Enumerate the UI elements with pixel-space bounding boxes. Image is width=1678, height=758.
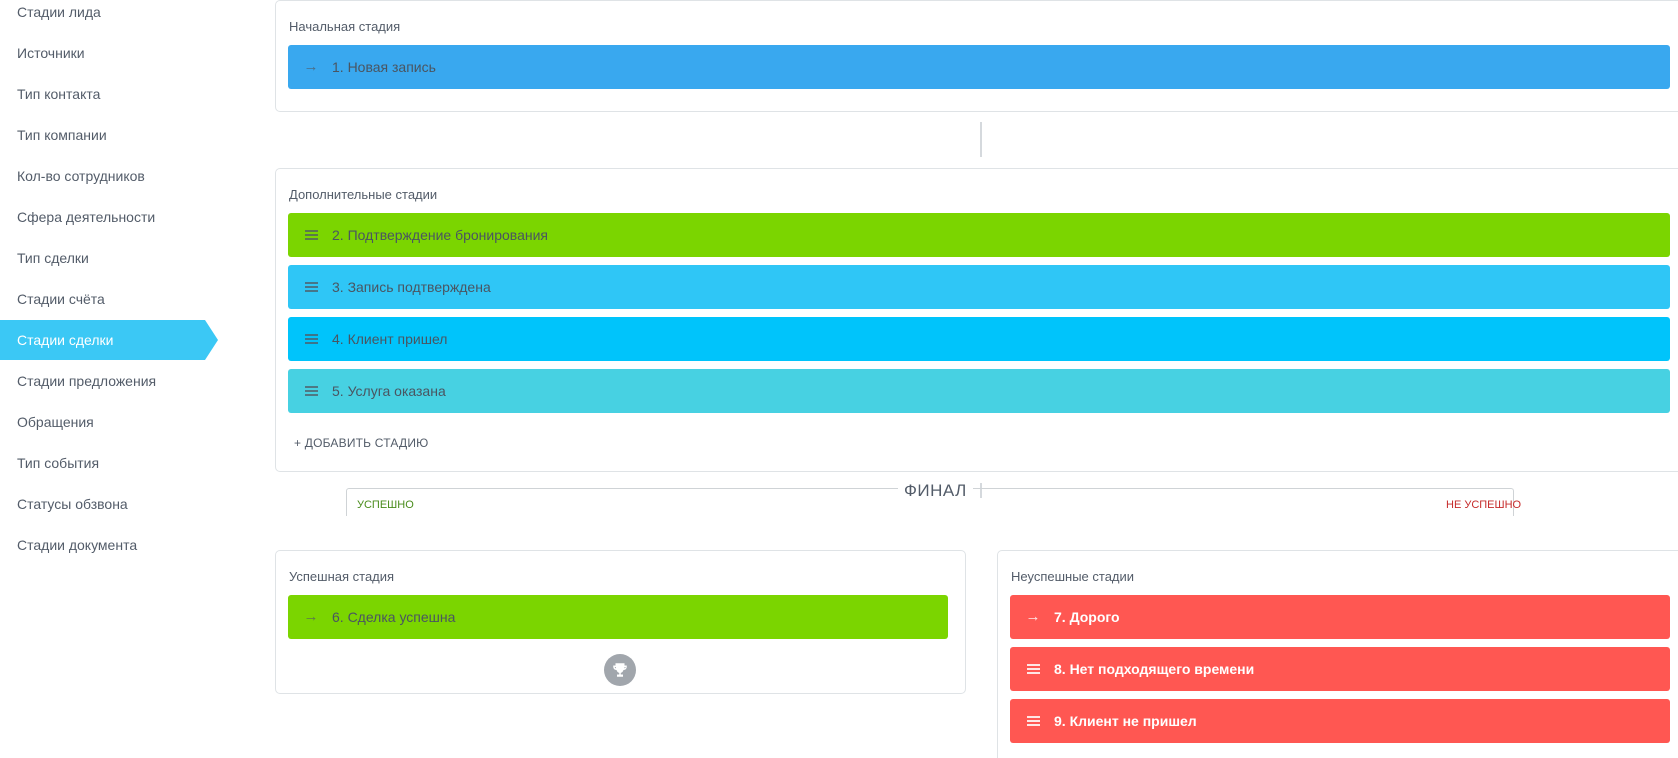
add-stage-button[interactable]: + ДОБАВИТЬ СТАДИЮ xyxy=(294,436,429,450)
stage-label: 5. Услуга оказана xyxy=(332,383,446,399)
sidebar-item-lead-stages[interactable]: Стадии лида xyxy=(17,4,101,20)
initial-stage-panel: Начальная стадия → 1. Новая запись xyxy=(275,0,1678,112)
initial-stage-title: Начальная стадия xyxy=(289,19,401,34)
sidebar-item-event-type[interactable]: Тип события xyxy=(17,455,100,471)
final-title: ФИНАЛ xyxy=(898,481,973,501)
stage-label: 4. Клиент пришел xyxy=(332,331,448,347)
sidebar-item-requests[interactable]: Обращения xyxy=(17,414,94,430)
stage-new-record[interactable]: → 1. Новая запись xyxy=(288,45,1670,89)
sidebar-item-call-statuses[interactable]: Статусы обзвона xyxy=(17,496,128,512)
stage-label: 9. Клиент не пришел xyxy=(1054,713,1197,729)
sidebar-item-deal-stages[interactable]: Стадии сделки xyxy=(0,320,218,360)
sidebar-item-company-type[interactable]: Тип компании xyxy=(17,127,107,143)
drag-handle-icon[interactable] xyxy=(303,369,319,413)
stage-booking-confirmation[interactable]: 2. Подтверждение бронирования xyxy=(288,213,1670,257)
stage-label: 2. Подтверждение бронирования xyxy=(332,227,549,243)
failure-stages-panel: Неуспешные стадии → 7. Дорого 8. Нет под… xyxy=(997,550,1678,758)
drag-handle-icon[interactable] xyxy=(1025,647,1041,691)
sidebar-item-contact-type[interactable]: Тип контакта xyxy=(17,86,101,102)
stage-deal-successful[interactable]: → 6. Сделка успешна xyxy=(288,595,948,639)
stage-record-confirmed[interactable]: 3. Запись подтверждена xyxy=(288,265,1670,309)
drag-handle-icon[interactable] xyxy=(1025,699,1041,743)
settings-sidebar: Стадии лида Источники Тип контакта Тип к… xyxy=(0,0,230,758)
additional-stages-panel: Дополнительные стадии 2. Подтверждение б… xyxy=(275,168,1678,472)
additional-stages-title: Дополнительные стадии xyxy=(289,187,438,202)
stage-client-no-show[interactable]: 9. Клиент не пришел xyxy=(1010,699,1670,743)
sidebar-item-invoice-stages[interactable]: Стадии счёта xyxy=(17,291,105,307)
stage-label: 7. Дорого xyxy=(1054,609,1120,625)
stage-no-suitable-time[interactable]: 8. Нет подходящего времени xyxy=(1010,647,1670,691)
final-fail-label: НЕ УСПЕШНО xyxy=(1446,499,1522,511)
stage-client-arrived[interactable]: 4. Клиент пришел xyxy=(288,317,1670,361)
success-stage-panel: Успешная стадия → 6. Сделка успешна xyxy=(275,550,966,694)
stage-service-rendered[interactable]: 5. Услуга оказана xyxy=(288,369,1670,413)
stage-connector xyxy=(980,483,982,498)
success-stage-title: Успешная стадия xyxy=(289,569,395,584)
trophy-icon xyxy=(604,654,636,686)
stage-connector xyxy=(980,122,982,157)
arrow-right-icon: → xyxy=(1025,608,1041,625)
drag-handle-icon[interactable] xyxy=(303,265,319,309)
arrow-right-icon: → xyxy=(303,58,319,75)
final-success-label: УСПЕШНО xyxy=(357,499,414,511)
stage-label: 1. Новая запись xyxy=(332,59,436,75)
sidebar-item-document-stages[interactable]: Стадии документа xyxy=(17,537,138,553)
stage-label: 3. Запись подтверждена xyxy=(332,279,491,295)
stage-label: 6. Сделка успешна xyxy=(332,609,456,625)
drag-handle-icon[interactable] xyxy=(303,213,319,257)
stage-expensive[interactable]: → 7. Дорого xyxy=(1010,595,1670,639)
arrow-right-icon: → xyxy=(303,608,319,625)
stage-label: 8. Нет подходящего времени xyxy=(1054,661,1255,677)
drag-handle-icon[interactable] xyxy=(303,317,319,361)
sidebar-item-quote-stages[interactable]: Стадии предложения xyxy=(17,373,157,389)
sidebar-item-deal-type[interactable]: Тип сделки xyxy=(17,250,89,266)
sidebar-item-industry[interactable]: Сфера деятельности xyxy=(17,209,156,225)
sidebar-item-employee-count[interactable]: Кол-во сотрудников xyxy=(17,168,145,184)
failure-stages-title: Неуспешные стадии xyxy=(1011,569,1135,584)
sidebar-item-sources[interactable]: Источники xyxy=(17,45,85,61)
